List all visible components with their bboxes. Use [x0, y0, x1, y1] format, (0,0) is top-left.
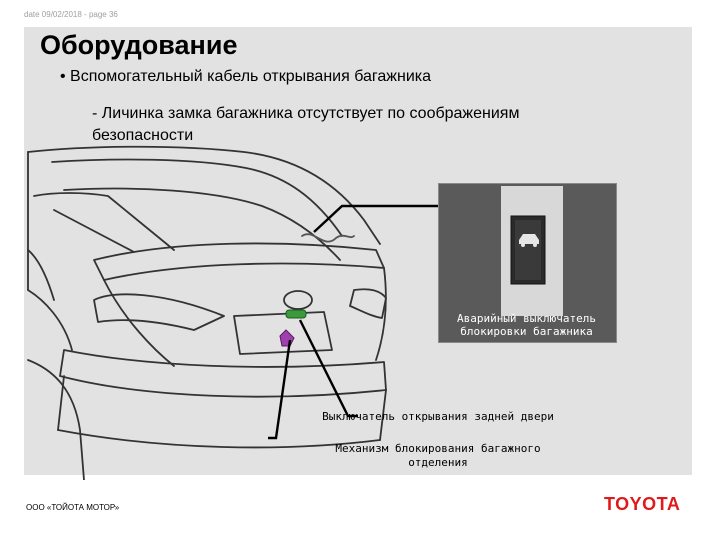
- footer-company: ООО «ТОЙОТА МОТОР»: [26, 503, 119, 512]
- toyota-logo: TOYOTA: [604, 494, 680, 515]
- callout-rear-door-switch: Выключатель открывания задней двери: [318, 410, 558, 424]
- callout-trunk-lock-mechanism: Механизм блокирования багажного отделени…: [318, 442, 558, 470]
